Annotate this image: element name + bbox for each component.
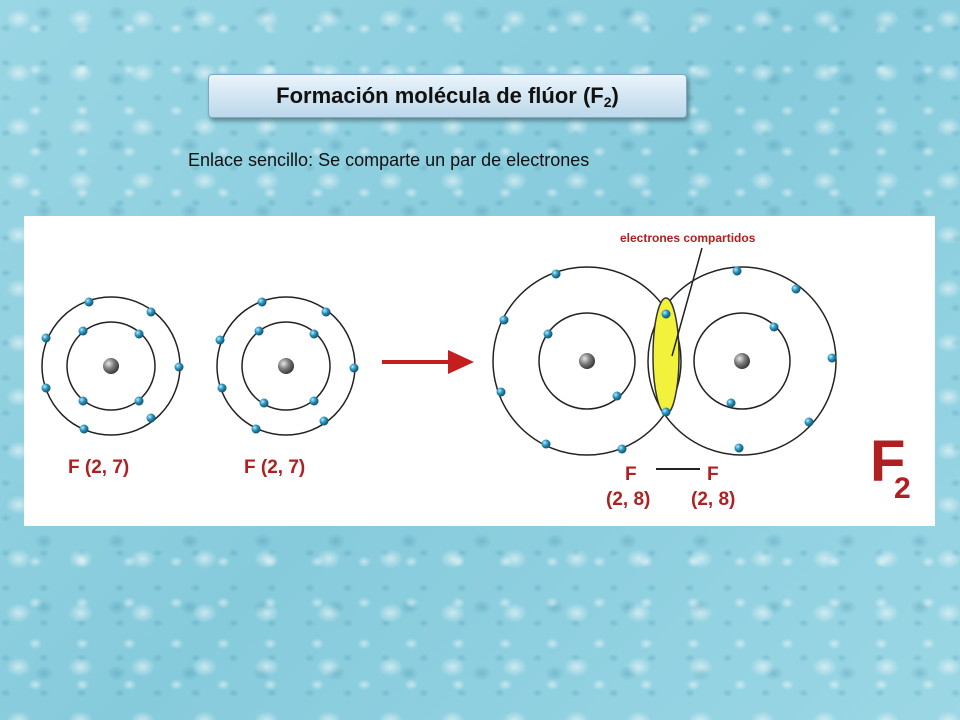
electron: [84, 297, 94, 307]
title-main: Formación molécula de flúor (F: [276, 83, 604, 108]
electron: [257, 297, 267, 307]
electron: [349, 363, 359, 373]
electron: [551, 269, 561, 279]
bond-diagram: F (2, 7) F (2, 7) electrones compartidos…: [24, 216, 935, 526]
molecule-left-outer-shell: [492, 266, 682, 456]
electron: [496, 387, 506, 397]
bond-left-symbol: F: [625, 464, 637, 485]
electron: [791, 284, 801, 294]
electron: [254, 326, 264, 336]
electron: [217, 383, 227, 393]
electron: [79, 424, 89, 434]
shared-label-pointer: [671, 247, 703, 357]
atom-2-inner-shell: [241, 321, 331, 411]
atom-1-inner-shell: [66, 321, 156, 411]
title-box: Formación molécula de flúor (F2): [208, 74, 687, 118]
atom-1-nucleus: [103, 358, 119, 374]
electron: [541, 439, 551, 449]
bond-diagram-svg: F (2, 7) F (2, 7) electrones compartidos…: [41, 231, 911, 510]
electron: [321, 307, 331, 317]
molecule-right-outer-shell: [647, 266, 837, 456]
electron: [251, 424, 261, 434]
molecule-shells: [492, 266, 837, 456]
electron: [309, 396, 319, 406]
atom-2-electrons: [215, 297, 359, 434]
shared-electron: [661, 309, 671, 319]
shared-electron: [661, 407, 671, 417]
electron: [41, 333, 51, 343]
electron: [734, 443, 744, 453]
electron: [41, 383, 51, 393]
electron: [617, 444, 627, 454]
electron: [732, 266, 742, 276]
electron: [134, 396, 144, 406]
electron: [543, 329, 553, 339]
atom-1-label: F (2, 7): [68, 457, 129, 478]
title-subscript: 2: [603, 94, 612, 110]
shared-electrons-label: electrones compartidos: [620, 231, 756, 245]
atom-1-electrons: [41, 297, 184, 434]
electron: [259, 398, 269, 408]
electron: [146, 307, 156, 317]
electron: [309, 329, 319, 339]
formula-main: F: [870, 429, 905, 494]
electron: [78, 396, 88, 406]
electron: [769, 322, 779, 332]
page-title: Formación molécula de flúor (F2): [276, 83, 619, 109]
config-left: (2, 8): [606, 489, 650, 510]
electron: [134, 329, 144, 339]
molecule-right-nucleus: [734, 353, 750, 369]
electron: [319, 416, 329, 426]
electron: [78, 326, 88, 336]
molecule-electrons: [496, 266, 837, 454]
electron: [499, 315, 509, 325]
reaction-arrow: [382, 350, 474, 374]
subtitle: Enlace sencillo: Se comparte un par de e…: [188, 150, 590, 170]
electron: [174, 362, 184, 372]
electron: [804, 417, 814, 427]
electron: [612, 391, 622, 401]
molecule-left-nucleus: [579, 353, 595, 369]
electron: [146, 413, 156, 423]
atom-2-label: F (2, 7): [244, 457, 305, 478]
atom-2-nucleus: [278, 358, 294, 374]
electron: [827, 353, 837, 363]
molecule-left-inner-shell: [538, 312, 636, 410]
title-close: ): [611, 83, 619, 108]
electron: [215, 335, 225, 345]
bond-right-symbol: F: [707, 464, 719, 485]
molecule-right-inner-shell: [693, 312, 791, 410]
formula-subscript: 2: [894, 472, 911, 505]
electron: [726, 398, 736, 408]
config-right: (2, 8): [691, 489, 735, 510]
